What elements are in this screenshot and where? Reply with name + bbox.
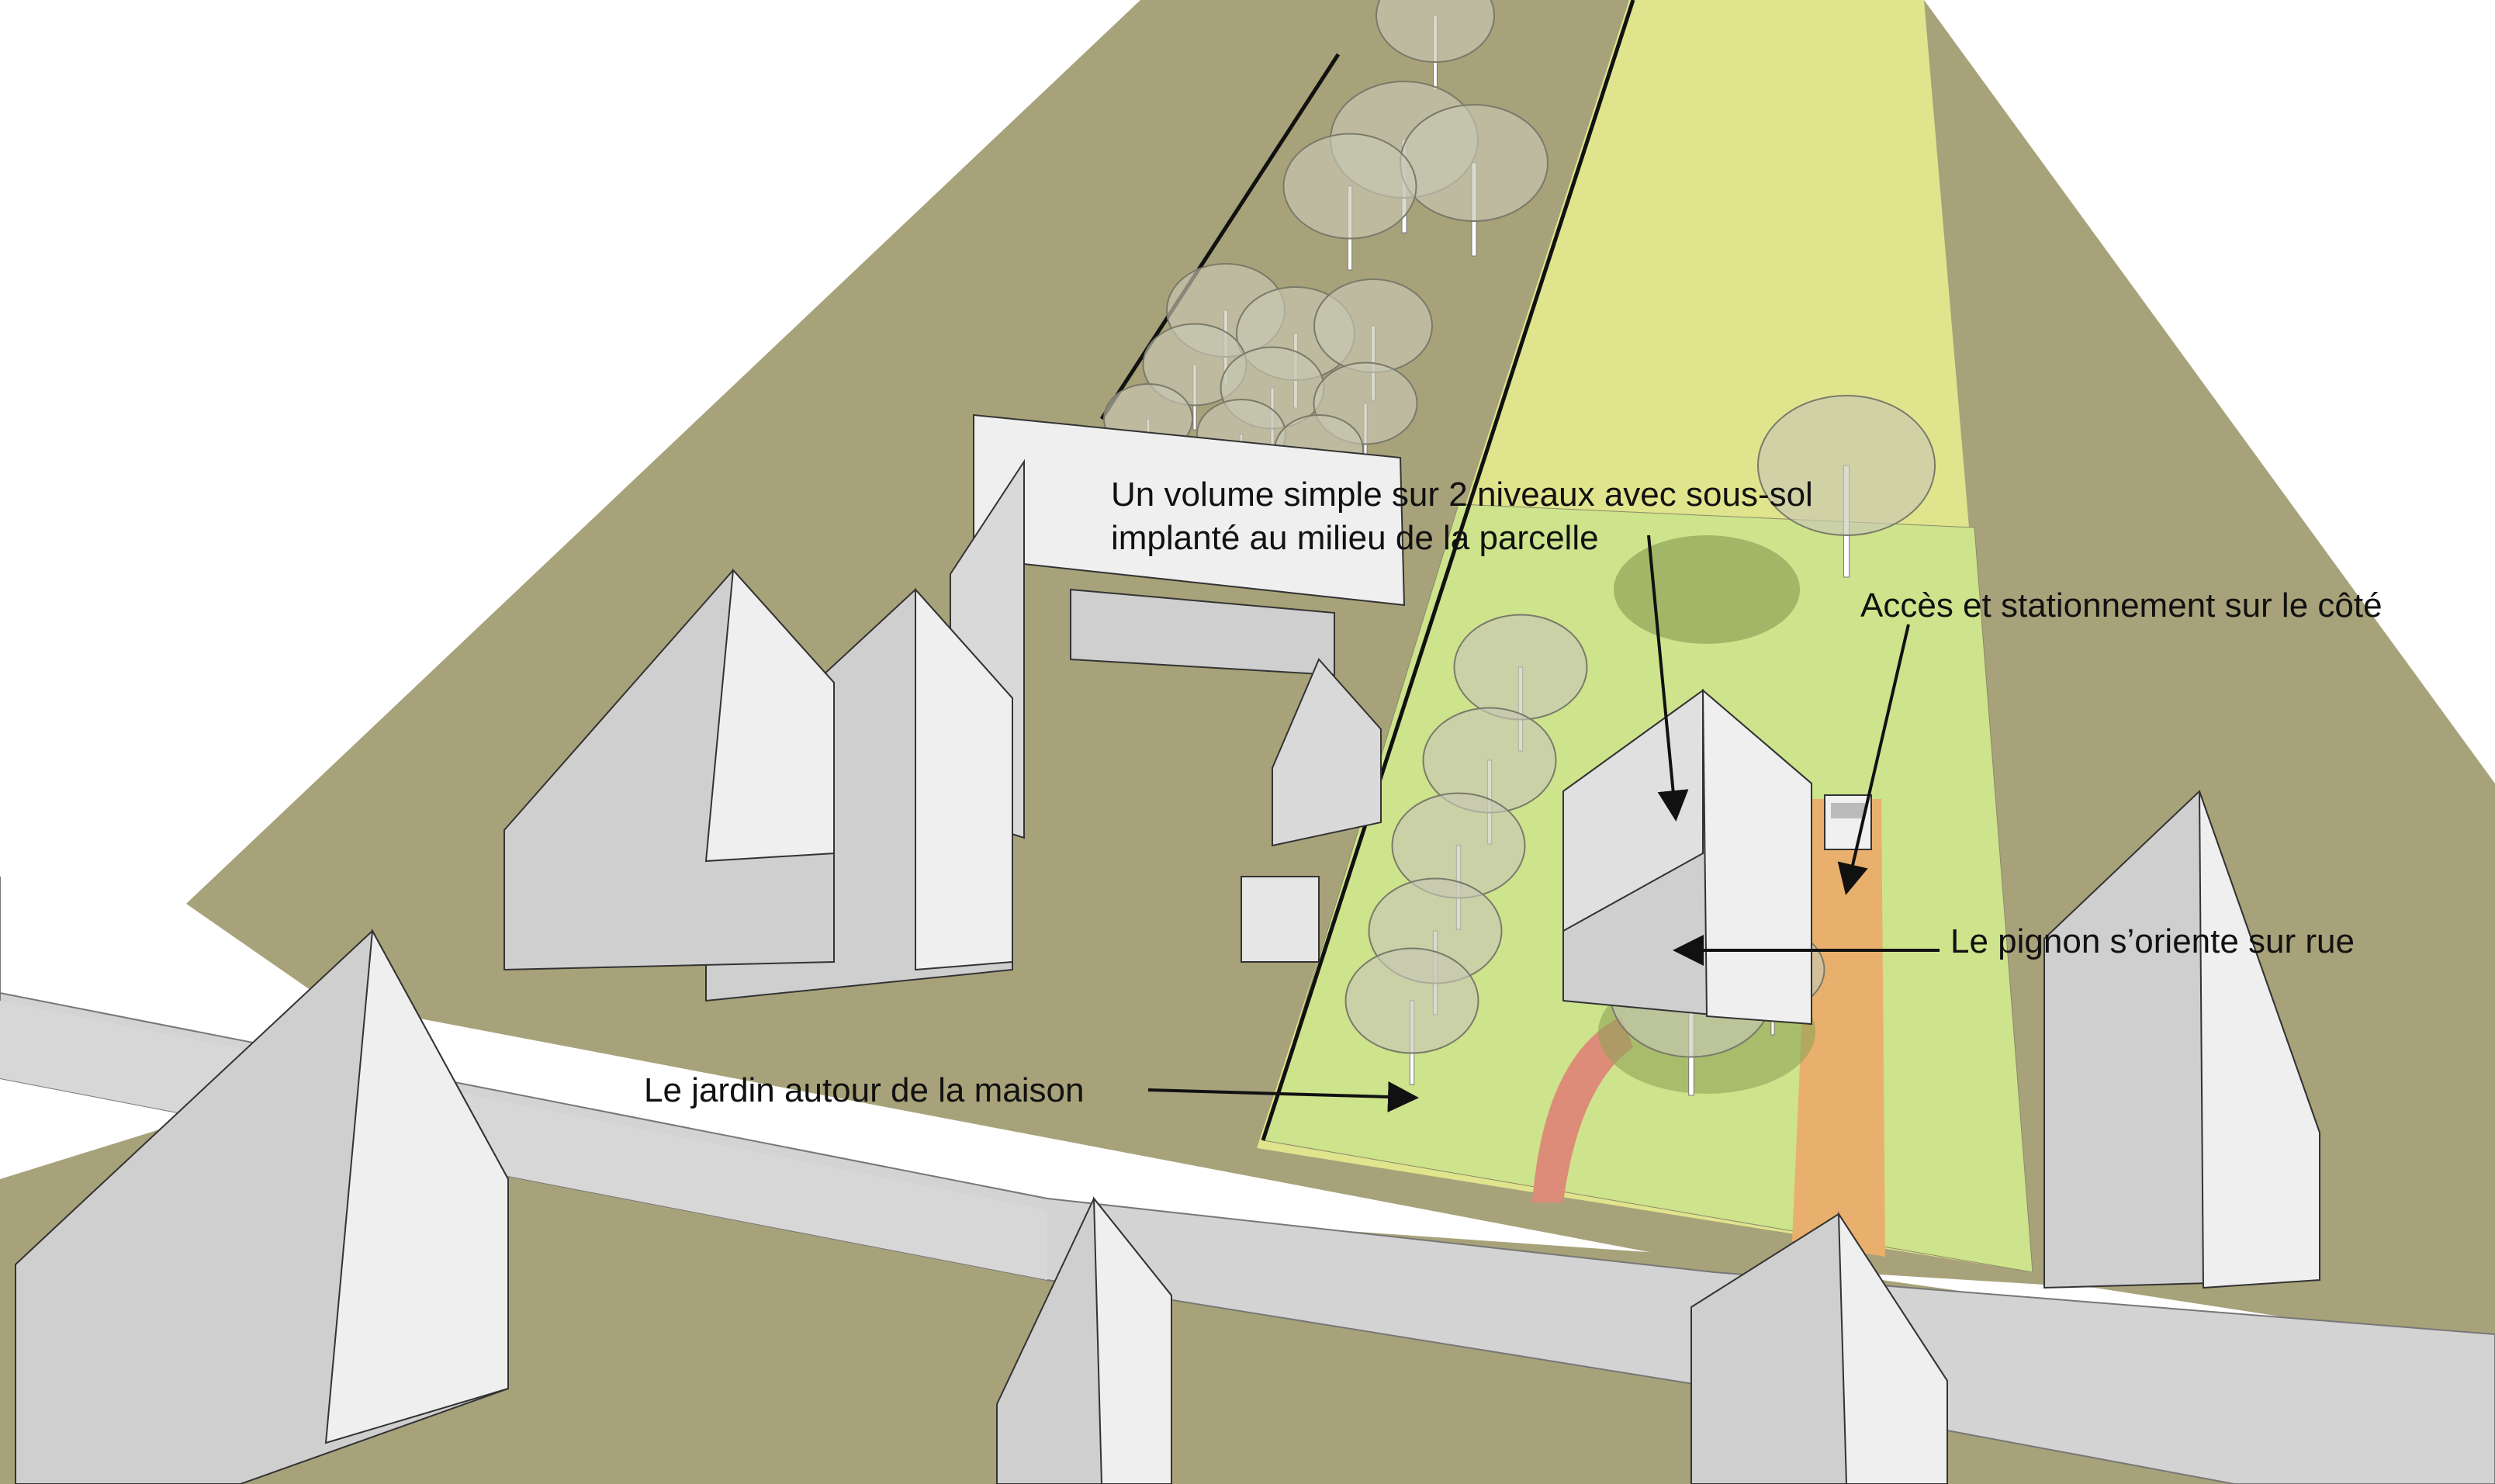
access-orange [1792, 799, 1885, 1257]
arrow-icon [1647, 534, 1689, 822]
right-house [2043, 790, 2320, 1289]
main-house [1562, 688, 1812, 1026]
shed [1272, 658, 1382, 847]
arrow-icon [1837, 624, 1910, 895]
white-area-right [2095, 0, 2495, 760]
annotation-volume-line1: Un volume simple sur 2 niveaux avec sous… [1111, 476, 1813, 514]
bottom-house-right [1690, 1211, 1948, 1484]
deciduous-tree-icon [1376, 0, 1495, 91]
shed [1241, 876, 1320, 963]
annotation-acces: Accès et stationnement sur le côté [1860, 586, 2383, 624]
tree-shadow [1614, 535, 1800, 644]
parcel-boundary-left [1261, 0, 1635, 1141]
bottom-house-center [996, 1196, 1172, 1484]
farm-buildings [503, 413, 1406, 1002]
bottom-house-left [15, 928, 509, 1484]
arrow-icon [1147, 1081, 1419, 1112]
path-red [1532, 1016, 1633, 1202]
parked-car-icon [1824, 794, 1872, 850]
deciduous-tree-icon [1282, 133, 1417, 271]
annotation-volume-line2: implanté au milieu de la parcelle [1111, 519, 1599, 557]
annotation-volume: Un volume simple sur 2 niveaux avec sous… [1111, 473, 1813, 560]
annotation-pignon: Le pignon s’oriente sur rue [1950, 922, 2355, 960]
deciduous-tree-icon [1757, 395, 1936, 578]
parcel-boundary-left-2 [1099, 53, 1341, 420]
annotation-jardin: Le jardin autour de la maison [644, 1071, 1085, 1109]
